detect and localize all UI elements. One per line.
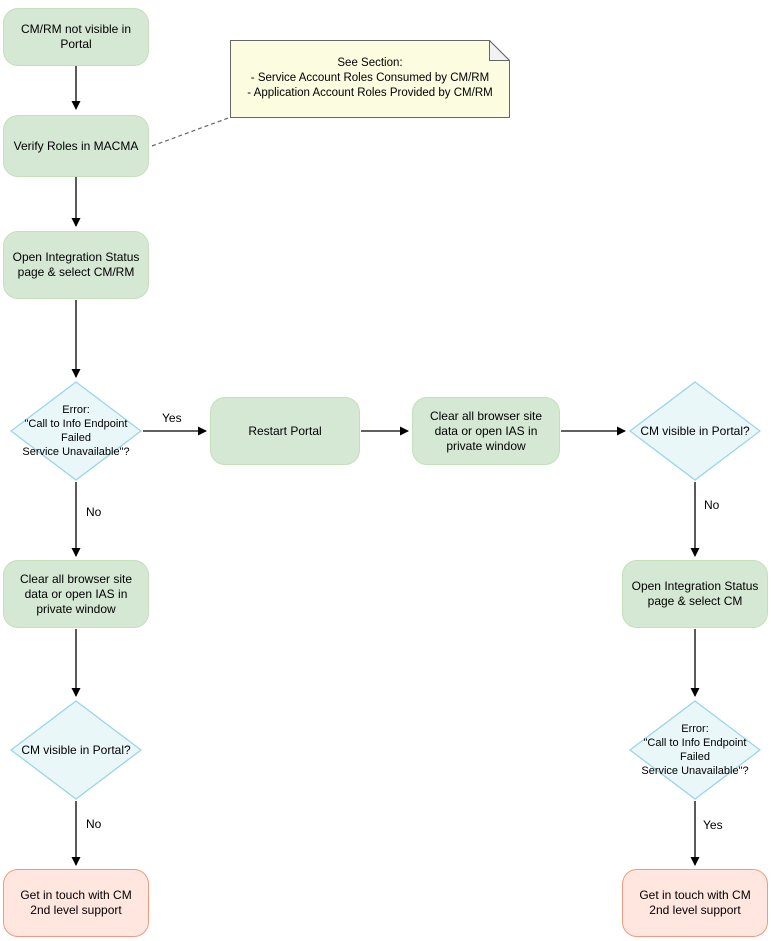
edge-label-no-left-1: No bbox=[84, 505, 104, 519]
node-clear-browser-mid-label: Clear all browser site data or open IAS … bbox=[429, 408, 543, 453]
node-restart-portal: Restart Portal bbox=[210, 397, 360, 465]
diamond-shape bbox=[629, 381, 761, 481]
edge-label-yes-right: Yes bbox=[701, 818, 725, 832]
edge-label-no-left-2: No bbox=[84, 817, 104, 831]
node-start-label: CM/RM not visible in Portal bbox=[20, 22, 132, 51]
node-clear-browser-mid: Clear all browser site data or open IAS … bbox=[412, 397, 560, 465]
note-text: See Section: - Service Account Roles Con… bbox=[247, 57, 493, 99]
decision-error-endpoint-right: Error: "Call to Info Endpoint Failed Ser… bbox=[629, 700, 761, 800]
diamond-shape bbox=[10, 700, 142, 800]
node-open-status-cmrm-label: Open Integration Status page & select CM… bbox=[12, 250, 140, 279]
decision-cm-visible-right: CM visible in Portal? bbox=[629, 381, 761, 481]
node-open-status-cm-label: Open Integration Status page & select CM bbox=[631, 579, 759, 608]
node-open-status-cm: Open Integration Status page & select CM bbox=[622, 560, 768, 628]
node-clear-browser-left-label: Clear all browser site data or open IAS … bbox=[19, 571, 133, 616]
note-see-section: See Section: - Service Account Roles Con… bbox=[230, 40, 510, 118]
node-start: CM/RM not visible in Portal bbox=[3, 8, 149, 66]
edge-label-yes-left: Yes bbox=[160, 411, 184, 425]
node-verify-roles-label: Verify Roles in MACMA bbox=[13, 138, 139, 153]
node-restart-portal-label: Restart Portal bbox=[248, 423, 322, 438]
node-support-right: Get in touch with CM 2nd level support bbox=[622, 869, 768, 937]
note-shape bbox=[230, 40, 510, 118]
decision-cm-visible-right-label: CM visible in Portal? bbox=[640, 424, 750, 438]
node-support-left-label: Get in touch with CM 2nd level support bbox=[20, 888, 132, 917]
note-fold-corner-icon bbox=[489, 40, 510, 61]
node-verify-roles: Verify Roles in MACMA bbox=[3, 115, 149, 177]
node-support-right-label: Get in touch with CM 2nd level support bbox=[639, 888, 751, 917]
node-open-status-cmrm: Open Integration Status page & select CM… bbox=[3, 231, 149, 299]
node-clear-browser-left: Clear all browser site data or open IAS … bbox=[3, 560, 149, 628]
decision-error-endpoint-left-label: Error: "Call to Info Endpoint Failed Ser… bbox=[22, 404, 130, 458]
decision-cm-visible-left: CM visible in Portal? bbox=[10, 700, 142, 800]
node-support-left: Get in touch with CM 2nd level support bbox=[3, 869, 149, 937]
diamond-shape bbox=[10, 381, 142, 481]
decision-cm-visible-left-label: CM visible in Portal? bbox=[21, 743, 131, 757]
diamond-shape bbox=[629, 700, 761, 800]
decision-error-endpoint-right-label: Error: "Call to Info Endpoint Failed Ser… bbox=[641, 723, 749, 777]
decision-error-endpoint-left: Error: "Call to Info Endpoint Failed Ser… bbox=[10, 381, 142, 481]
dashed-connector-verify-to-note bbox=[151, 116, 232, 147]
edge-label-no-right: No bbox=[702, 498, 722, 512]
